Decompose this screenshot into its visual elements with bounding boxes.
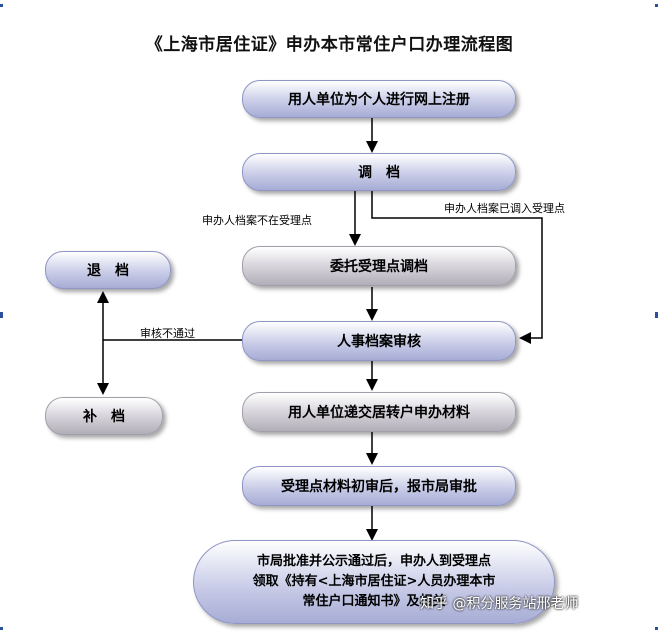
step-entrust: 委托受理点调档 <box>242 246 516 286</box>
side-supplement: 补 档 <box>45 397 163 435</box>
step-register-label: 用人单位为个人进行网上注册 <box>288 92 470 108</box>
step-review-label: 人事档案审核 <box>337 334 421 350</box>
edge-mark-bottom-right <box>655 627 658 630</box>
edge-mark-mid-left <box>0 312 3 318</box>
step-transfer: 调 档 <box>242 153 516 191</box>
side-return: 退 档 <box>45 251 171 289</box>
step-final: 市局批准并公示通过后，申办人到受理点 领取《持有<上海市居住证>人员办理本市 常… <box>193 540 555 624</box>
step-final-line1: 市局批准并公示通过后，申办人到受理点 <box>256 554 491 569</box>
step-review: 人事档案审核 <box>242 321 516 361</box>
side-return-label: 退 档 <box>87 263 129 279</box>
step-register: 用人单位为个人进行网上注册 <box>242 80 516 118</box>
edge-mark-top-right <box>655 4 658 7</box>
edge-mark-bottom-left <box>0 627 3 630</box>
step-final-line2: 领取《持有<上海市居住证>人员办理本市 <box>252 574 496 589</box>
step-submit-label: 用人单位递交居转户申办材料 <box>288 405 470 421</box>
step-preliminary-label: 受理点材料初审后，报市局审批 <box>281 479 477 495</box>
arrow-transfer-to-review-right <box>371 190 543 344</box>
step-transfer-label: 调 档 <box>358 165 400 181</box>
step-submit: 用人单位递交居转户申办材料 <box>242 392 516 432</box>
label-already-in: 申办人档案已调入受理点 <box>444 202 565 215</box>
step-final-line3: 常住户口通知书》及相关 <box>302 594 446 609</box>
edge-mark-top-left <box>0 4 3 7</box>
label-fail: 审核不通过 <box>140 327 195 340</box>
watermark: 知乎 @积分服务站邢老师 <box>420 596 579 612</box>
label-not-in: 申办人档案不在受理点 <box>202 214 312 227</box>
diagram-title: 《上海市居住证》申办本市常住户口办理流程图 <box>145 35 514 55</box>
step-preliminary: 受理点材料初审后，报市局审批 <box>242 466 516 506</box>
side-supplement-label: 补 档 <box>83 409 125 425</box>
step-entrust-label: 委托受理点调档 <box>330 259 428 275</box>
edge-mark-mid-right <box>655 312 658 318</box>
